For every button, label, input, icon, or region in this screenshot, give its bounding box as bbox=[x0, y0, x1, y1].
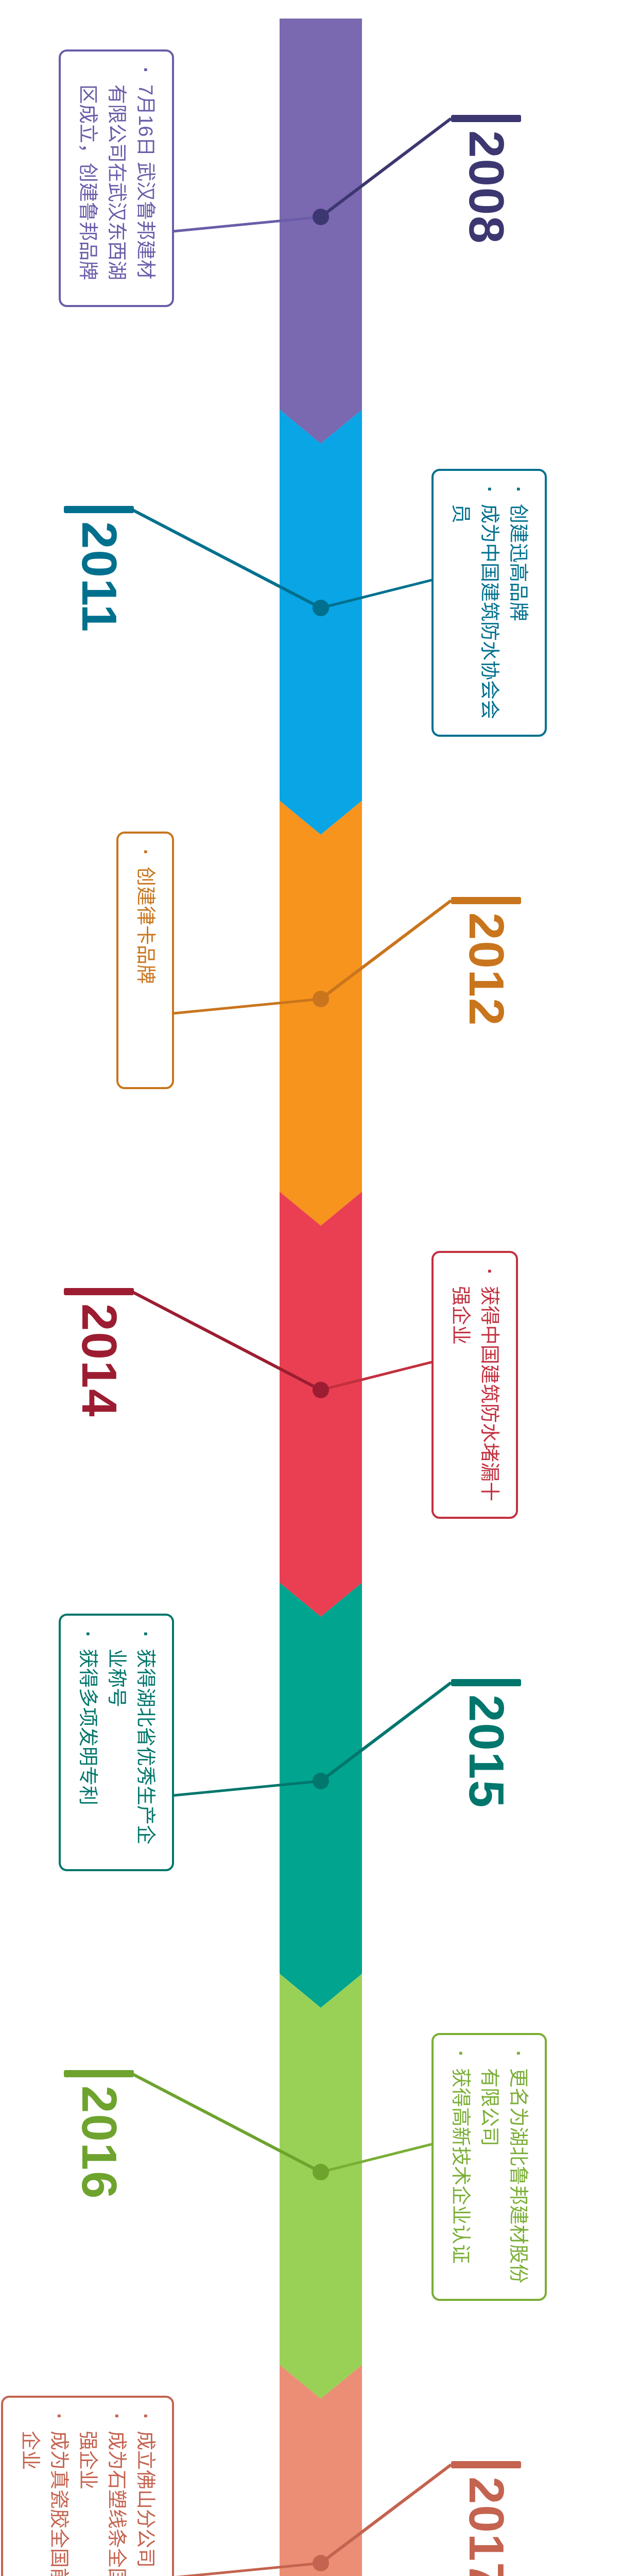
milestone-item-text: 成立佛山分公司 bbox=[134, 2431, 156, 2568]
bullet-icon: · bbox=[134, 2413, 156, 2420]
year-accent-bar bbox=[451, 115, 521, 122]
milestone-item-list: · 7月16日 武汉鲁邦建材有限公司在武汉东西湖区成立，创建鲁邦品牌 bbox=[73, 67, 160, 290]
milestone-item: · 成为石塑线条全国前3强企业 bbox=[73, 2413, 131, 2576]
year-label-2017: 2017 bbox=[451, 2461, 521, 2576]
timeline-segment-2011 bbox=[280, 410, 362, 835]
milestone-item: · 获得湖北省优秀生产企业称号 bbox=[102, 1631, 160, 1854]
milestone-item: · 创建迅高品牌 bbox=[504, 486, 532, 719]
milestone-box-2014: · 获得中国建筑防水堵漏十强企业 bbox=[431, 1251, 518, 1519]
year-label-2016: 2016 bbox=[64, 2070, 134, 2200]
year-accent-bar bbox=[451, 1679, 521, 1686]
year-text: 2008 bbox=[459, 130, 514, 245]
milestone-item: · 获得中国建筑防水堵漏十强企业 bbox=[446, 1268, 504, 1501]
bullet-icon: · bbox=[134, 1631, 156, 1638]
milestone-item-list: · 获得中国建筑防水堵漏十强企业 bbox=[446, 1268, 504, 1501]
milestone-item-text: 获得高新技术企业认证 bbox=[450, 2068, 471, 2264]
milestone-item: · 更名为湖北鲁邦建材股份有限公司 bbox=[475, 2050, 532, 2283]
year-text: 2012 bbox=[459, 912, 514, 1027]
milestone-item-text: 创建律卡品牌 bbox=[134, 867, 156, 985]
year-accent-bar bbox=[451, 897, 521, 904]
bullet-icon: · bbox=[507, 486, 529, 493]
milestone-item-text: 创建迅高品牌 bbox=[507, 504, 529, 622]
milestone-item: · 创建律卡品牌 bbox=[131, 849, 160, 1072]
timeline-segment-2015 bbox=[280, 1583, 362, 2008]
milestone-item-text: 成为中国建筑防水协会会员 bbox=[450, 504, 500, 720]
milestone-item: · 7月16日 武汉鲁邦建材有限公司在武汉东西湖区成立，创建鲁邦品牌 bbox=[73, 67, 160, 290]
milestone-box-2012: · 创建律卡品牌 bbox=[116, 832, 174, 1089]
bullet-icon: · bbox=[134, 849, 156, 856]
timeline-segment-2008 bbox=[280, 19, 362, 444]
year-text: 2011 bbox=[72, 521, 127, 633]
year-label-2011: 2011 bbox=[64, 506, 134, 633]
bullet-icon: · bbox=[134, 67, 156, 74]
year-text: 2016 bbox=[72, 2086, 127, 2200]
milestone-item-text: 成为石塑线条全国前3强企业 bbox=[77, 2431, 127, 2576]
bullet-icon: · bbox=[478, 486, 500, 493]
bullet-icon: · bbox=[77, 1631, 98, 1638]
milestone-box-2016: · 更名为湖北鲁邦建材股份有限公司 · 获得高新技术企业认证 bbox=[431, 2033, 547, 2301]
milestone-item-text: 更名为湖北鲁邦建材股份有限公司 bbox=[478, 2068, 529, 2284]
bullet-icon: · bbox=[450, 2050, 471, 2057]
bullet-icon: · bbox=[48, 2413, 70, 2420]
year-label-2012: 2012 bbox=[451, 897, 521, 1027]
year-text: 2014 bbox=[72, 1303, 127, 1418]
milestone-item-list: · 成立佛山分公司 · 成为石塑线条全国前3强企业 · 成为真瓷胶全国前10强企业 bbox=[15, 2413, 160, 2576]
milestone-item: · 成为中国建筑防水协会会员 bbox=[446, 486, 504, 719]
milestone-item-text: 成为真瓷胶全国前10强企业 bbox=[19, 2431, 70, 2576]
year-text: 2017 bbox=[459, 2477, 514, 2576]
milestone-item-list: · 更名为湖北鲁邦建材股份有限公司 · 获得高新技术企业认证 bbox=[446, 2050, 532, 2283]
year-accent-bar bbox=[64, 2070, 134, 2077]
milestone-item-text: 获得多项发明专利 bbox=[77, 1649, 98, 1806]
milestone-box-2008: · 7月16日 武汉鲁邦建材有限公司在武汉东西湖区成立，创建鲁邦品牌 bbox=[59, 49, 174, 307]
milestone-item: · 成立佛山分公司 bbox=[131, 2413, 160, 2576]
bullet-icon: · bbox=[507, 2050, 529, 2057]
milestone-item-list: · 创建迅高品牌 · 成为中国建筑防水协会会员 bbox=[446, 486, 532, 719]
milestone-box-2011: · 创建迅高品牌 · 成为中国建筑防水协会会员 bbox=[431, 469, 547, 737]
bullet-icon: · bbox=[106, 2413, 127, 2420]
year-accent-bar bbox=[64, 506, 134, 513]
milestone-item-list: · 获得湖北省优秀生产企业称号 · 获得多项发明专利 bbox=[73, 1631, 160, 1854]
year-label-2008: 2008 bbox=[451, 115, 521, 245]
milestone-item-text: 获得中国建筑防水堵漏十强企业 bbox=[450, 1286, 500, 1502]
year-text: 2015 bbox=[459, 1694, 514, 1809]
bullet-icon: · bbox=[478, 1268, 500, 1275]
milestone-item: · 获得高新技术企业认证 bbox=[446, 2050, 475, 2283]
timeline-segment-2016 bbox=[280, 1974, 362, 2399]
milestone-item: · 获得多项发明专利 bbox=[73, 1631, 102, 1854]
milestone-item-text: 获得湖北省优秀生产企业称号 bbox=[106, 1649, 156, 1845]
timeline-segment-2014 bbox=[280, 1192, 362, 1617]
milestone-box-2015: · 获得湖北省优秀生产企业称号 · 获得多项发明专利 bbox=[59, 1614, 174, 1871]
milestone-item-text: 7月16日 武汉鲁邦建材有限公司在武汉东西湖区成立，创建鲁邦品牌 bbox=[77, 84, 156, 281]
year-label-2015: 2015 bbox=[451, 1679, 521, 1809]
year-accent-bar bbox=[64, 1288, 134, 1295]
milestone-item-list: · 创建律卡品牌 bbox=[131, 849, 160, 1072]
year-label-2014: 2014 bbox=[64, 1288, 134, 1418]
year-accent-bar bbox=[451, 2461, 521, 2468]
timeline-segment-2012 bbox=[280, 801, 362, 1226]
milestone-box-2017: · 成立佛山分公司 · 成为石塑线条全国前3强企业 · 成为真瓷胶全国前10强企业 bbox=[1, 2396, 174, 2576]
milestone-item: · 成为真瓷胶全国前10强企业 bbox=[15, 2413, 73, 2576]
